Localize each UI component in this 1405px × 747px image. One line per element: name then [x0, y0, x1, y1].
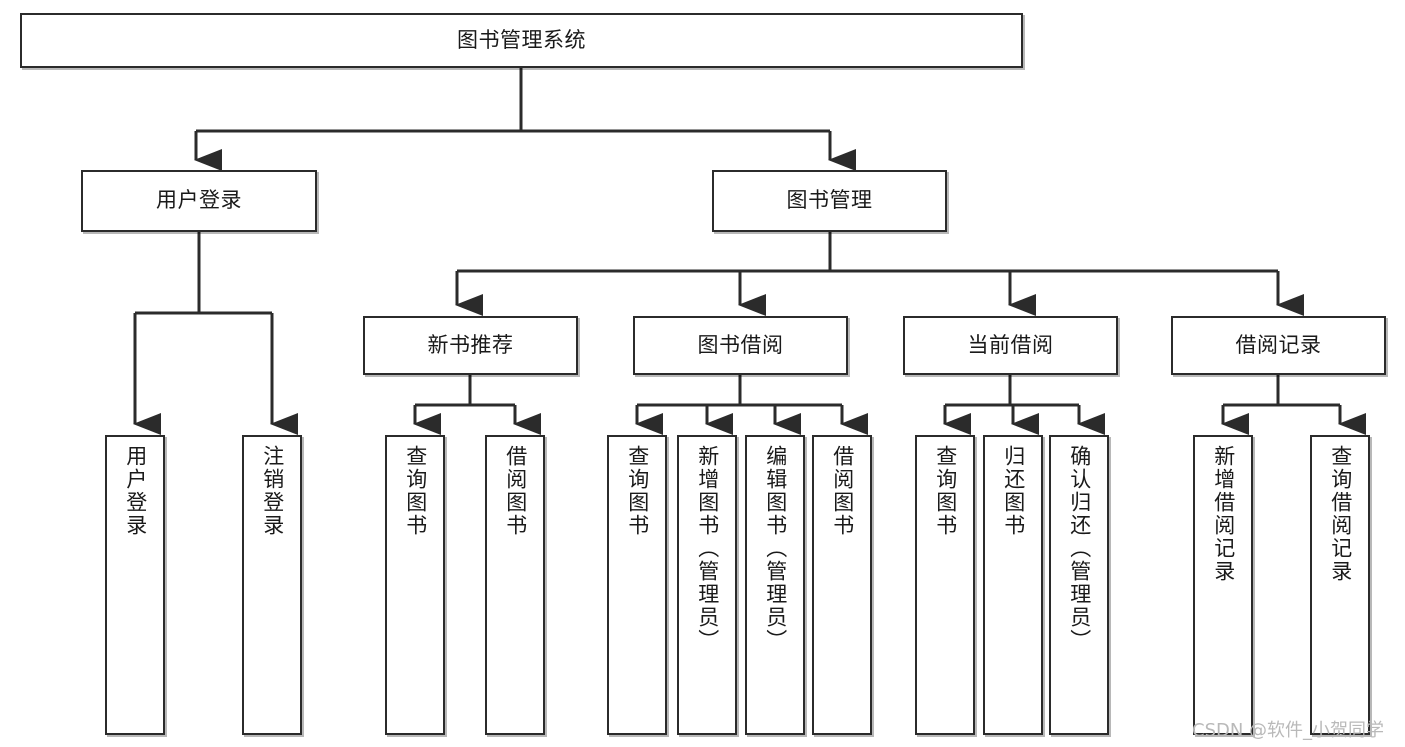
node-book-manage-label: 图书管理 — [786, 188, 873, 213]
node-new-book-recommend-label: 新书推荐 — [427, 332, 514, 357]
node-leaf-return-book-label: 归还图书 — [1001, 445, 1026, 537]
node-leaf-add-book[interactable]: 新增图书（管理员） — [677, 435, 737, 735]
node-root-label: 图书管理系统 — [457, 27, 586, 52]
node-leaf-user-login-label: 用户登录 — [123, 445, 148, 537]
node-leaf-query-record-label: 查询借阅记录 — [1328, 445, 1353, 583]
node-leaf-add-record-label: 新增借阅记录 — [1211, 445, 1236, 583]
node-leaf-query-book-2[interactable]: 查询图书 — [607, 435, 667, 735]
node-leaf-borrow-book-2-label: 借阅图书 — [830, 445, 855, 537]
node-leaf-add-book-label: 新增图书（管理员） — [695, 445, 720, 652]
node-leaf-borrow-book-1[interactable]: 借阅图书 — [485, 435, 545, 735]
node-leaf-query-book-3-label: 查询图书 — [933, 445, 958, 537]
node-current-borrow[interactable]: 当前借阅 — [903, 316, 1118, 375]
node-leaf-query-book-1-label: 查询图书 — [403, 445, 428, 537]
node-leaf-query-record[interactable]: 查询借阅记录 — [1310, 435, 1370, 735]
node-new-book-recommend[interactable]: 新书推荐 — [363, 316, 578, 375]
node-leaf-user-login[interactable]: 用户登录 — [105, 435, 165, 735]
node-root[interactable]: 图书管理系统 — [20, 13, 1023, 68]
node-leaf-borrow-book-1-label: 借阅图书 — [503, 445, 528, 537]
node-current-borrow-label: 当前借阅 — [967, 332, 1054, 357]
node-user-login-label: 用户登录 — [156, 188, 242, 213]
node-leaf-edit-book-label: 编辑图书（管理员） — [763, 445, 788, 652]
node-book-borrow-label: 图书借阅 — [697, 332, 784, 357]
node-leaf-query-book-2-label: 查询图书 — [625, 445, 650, 537]
node-borrow-record[interactable]: 借阅记录 — [1171, 316, 1386, 375]
node-user-login[interactable]: 用户登录 — [81, 170, 317, 232]
node-leaf-return-book[interactable]: 归还图书 — [983, 435, 1043, 735]
node-leaf-confirm-return-label: 确认归还（管理员） — [1067, 445, 1092, 652]
node-leaf-query-book-1[interactable]: 查询图书 — [385, 435, 445, 735]
watermark-text: CSDN @软件_小贺同学 — [1192, 720, 1385, 741]
node-leaf-query-book-3[interactable]: 查询图书 — [915, 435, 975, 735]
node-leaf-borrow-book-2[interactable]: 借阅图书 — [812, 435, 872, 735]
node-leaf-add-record[interactable]: 新增借阅记录 — [1193, 435, 1253, 735]
node-leaf-edit-book[interactable]: 编辑图书（管理员） — [745, 435, 805, 735]
node-leaf-user-logout-label: 注销登录 — [260, 445, 285, 537]
node-book-manage[interactable]: 图书管理 — [712, 170, 947, 232]
node-leaf-confirm-return[interactable]: 确认归还（管理员） — [1049, 435, 1109, 735]
node-book-borrow[interactable]: 图书借阅 — [633, 316, 848, 375]
node-leaf-user-logout[interactable]: 注销登录 — [242, 435, 302, 735]
node-borrow-record-label: 借阅记录 — [1235, 332, 1322, 357]
